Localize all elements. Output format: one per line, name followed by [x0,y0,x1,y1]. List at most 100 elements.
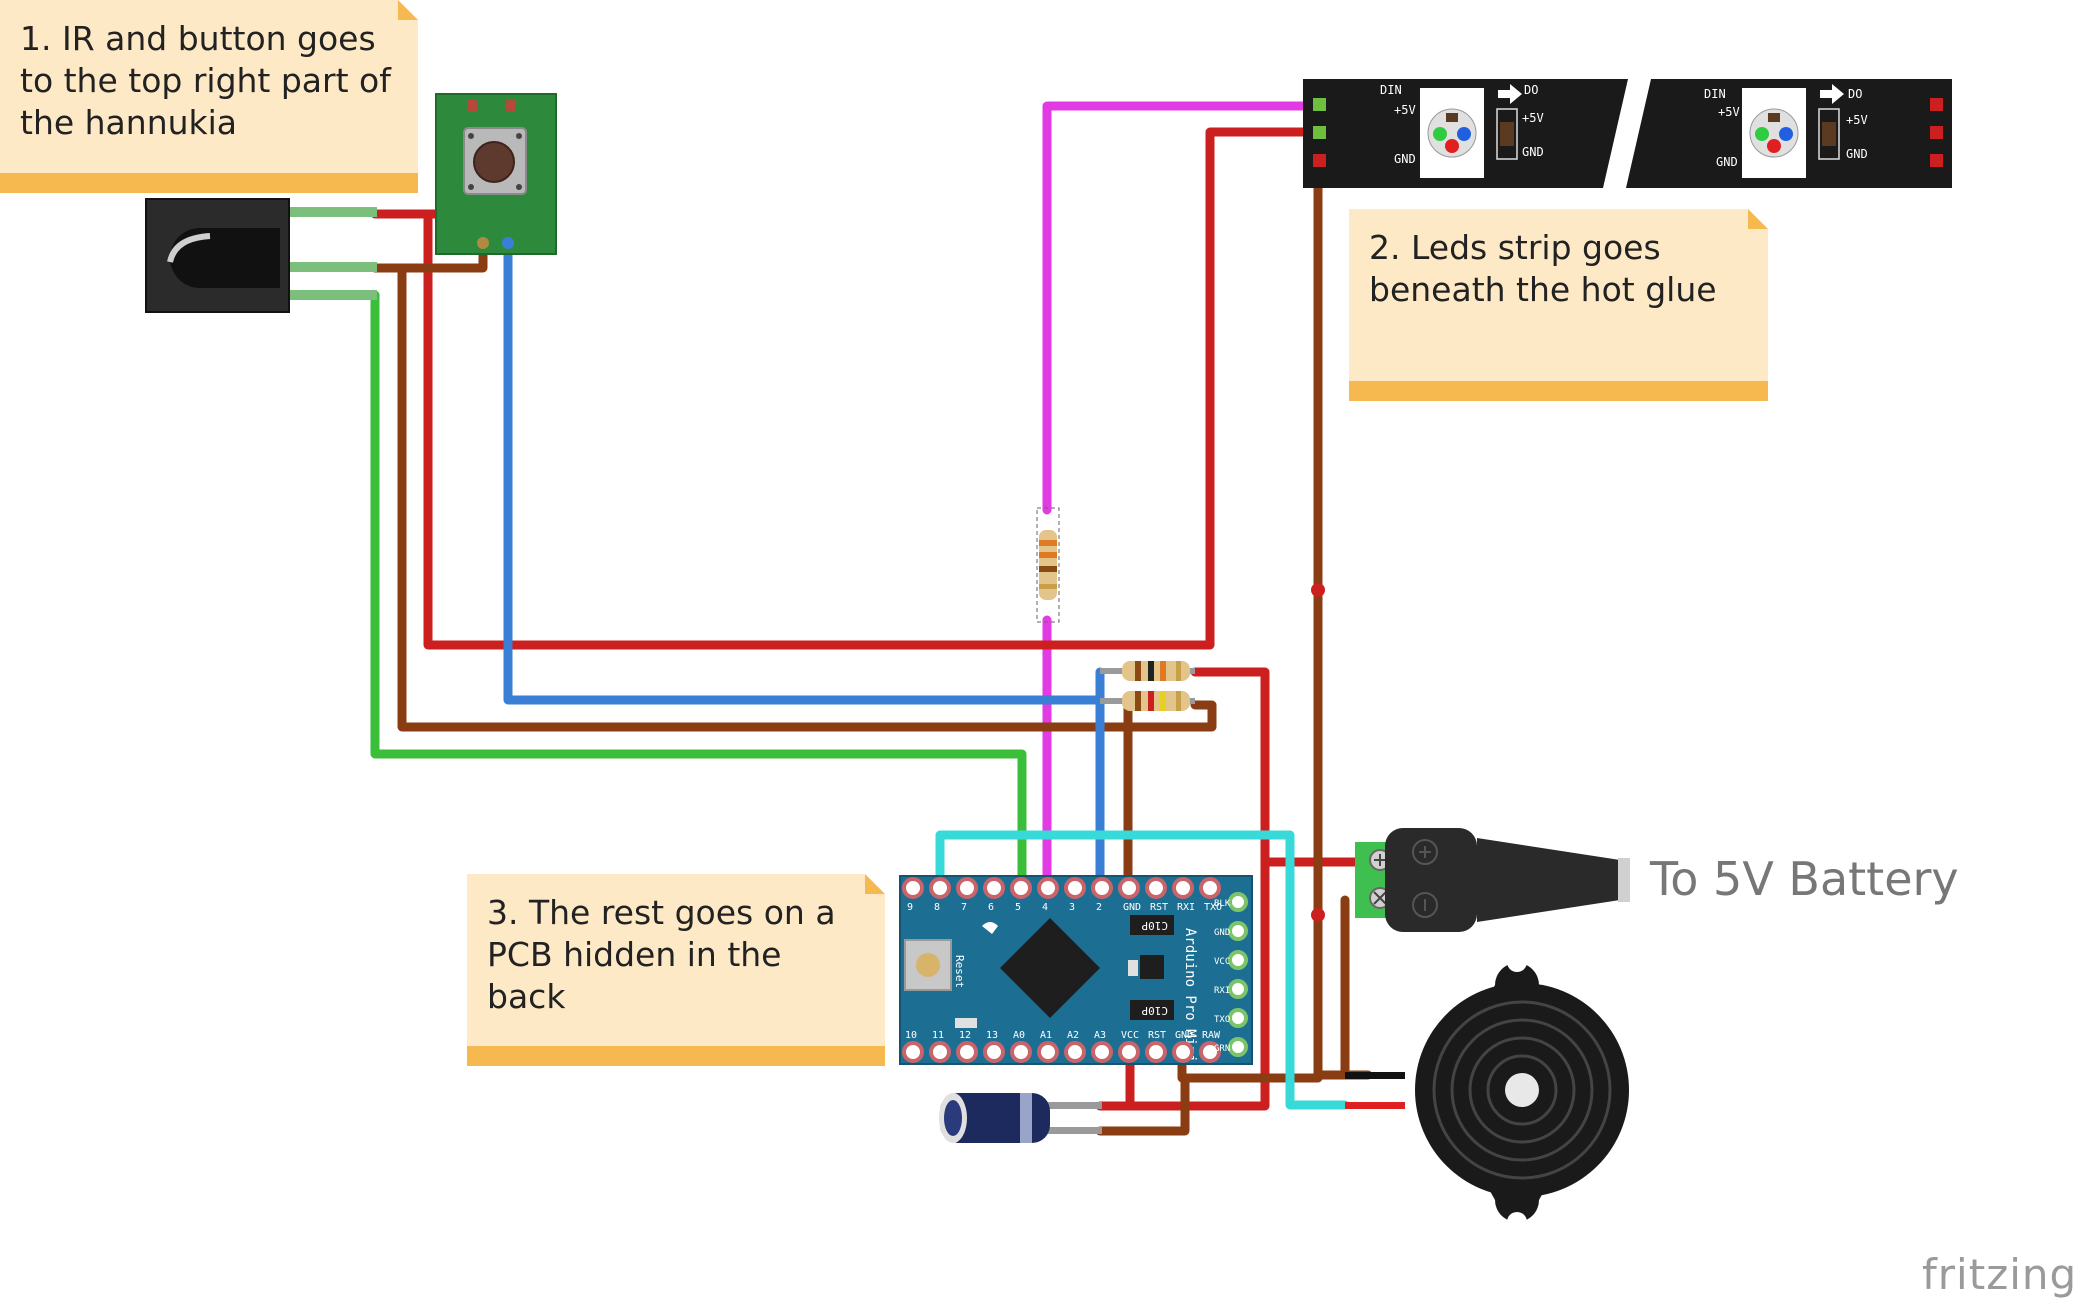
led-din-label: DIN [1380,83,1402,97]
resistor-vertical [1036,507,1060,623]
led-5v-label-3: +5V [1718,105,1740,119]
arduino-top-pin [902,877,924,899]
arduino-top-pin [1064,877,1086,899]
arduino-side-pin-label: GRN [1214,1044,1230,1054]
led-gnd-label: GND [1394,152,1416,166]
led-do-label-4: DO [1848,87,1862,101]
arduino-reset-label: Reset [953,955,966,988]
arduino-bottom-pin [1118,1041,1140,1063]
arduino-bottom-pin-label: A1 [1040,1030,1052,1041]
arduino-side-pin [1228,892,1248,912]
arduino-side-pin [1228,1008,1248,1028]
push-button [435,93,557,255]
arduino-top-pin-label: RST [1150,902,1168,913]
arduino-top-pin [1010,877,1032,899]
wire-blue-button [503,238,1105,705]
arduino-top-pin-label: 9 [907,902,913,913]
arduino-top-pin [983,877,1005,899]
note-pcb-text: 3. The rest goes on a PCB hidden in the … [487,893,836,1016]
arduino-bottom-pin [1064,1041,1086,1063]
arduino-top-pin [956,877,978,899]
arduino-top-pin-label: 7 [961,902,967,913]
wire-magenta-din [1042,101,1323,515]
wire-red-ir-vcc [370,127,1323,650]
ir-receiver [145,198,377,313]
arduino-bottom-pin-label: RST [1148,1030,1166,1041]
arduino-side-pin-label: GND [1214,928,1230,938]
arduino-bottom-pin-label: 11 [932,1030,944,1041]
note-ir-button: 1. IR and button goes to the top right p… [0,0,418,193]
resistor-top [1100,661,1195,681]
arduino-bottom-pin-label: VCC [1121,1030,1139,1041]
arduino-top-pin [1091,877,1113,899]
note-fold-shade [865,874,885,894]
dc-power-jack [1355,828,1630,932]
arduino-top-pin-label: 4 [1042,902,1048,913]
arduino-bottom-pin-label: 10 [905,1030,917,1041]
arduino-top-pin [1199,877,1221,899]
arduino-top-pin-label: 8 [934,902,940,913]
arduino-bottom-pin [956,1041,978,1063]
led-din-label-3: DIN [1704,87,1726,101]
piezo-buzzer [1345,952,1629,1232]
arduino-bottom-pin [1172,1041,1194,1063]
arduino-top-pin-label: TXO [1204,902,1222,913]
led-gnd-label-3: GND [1716,155,1738,169]
led-gnd-label-4: GND [1846,147,1868,161]
fritzing-brand: fritzing [1922,1250,2078,1299]
arduino-side-pin [1228,921,1248,941]
note-fold-shade [1748,209,1768,229]
arduino-bottom-pin [1199,1041,1221,1063]
electrolytic-capacitor [939,1093,1102,1143]
arduino-top-pin [1145,877,1167,899]
resistor-bottom [1100,691,1195,711]
arduino-side-pin-label: VCC [1214,957,1230,967]
led-do-label: DO [1524,83,1538,97]
arduino-bottom-pin-label: 13 [986,1030,998,1041]
arduino-bottom-pin-label: 12 [959,1030,971,1041]
arduino-top-pin-label: 2 [1096,902,1102,913]
note-led-strip-text: 2. Leds strip goes beneath the hot glue [1369,228,1717,309]
arduino-top-pin [1172,877,1194,899]
arduino-top-pin-label: 5 [1015,902,1021,913]
arduino-bottom-pin [983,1041,1005,1063]
wire-green-ir [370,290,1027,893]
arduino-bottom-pin-label: A3 [1094,1030,1106,1041]
note-ir-button-text: 1. IR and button goes to the top right p… [20,19,391,142]
arduino-side-pin [1228,1037,1248,1057]
arduino-bottom-pin-label: A0 [1013,1030,1025,1041]
wire-brown-long [397,263,1217,732]
led-5v-label: +5V [1394,103,1416,117]
arduino-bottom-pin [1145,1041,1167,1063]
arduino-side-pin-label: TXO [1214,1015,1230,1025]
arduino-bottom-pin [902,1041,924,1063]
arduino-top-pin-label: GND [1123,902,1141,913]
arduino-top-pin [929,877,951,899]
led-5v-label-4: +5V [1846,113,1868,127]
arduino-bottom-pin-label: RAW [1202,1030,1221,1041]
note-led-strip: 2. Leds strip goes beneath the hot glue [1349,209,1768,401]
wire-brown-cap [1095,1073,1190,1136]
led-gnd-label-2: GND [1522,145,1544,159]
arduino-bottom-pin [1037,1041,1059,1063]
arduino-side-pin [1228,950,1248,970]
arduino-board-name: Arduino Pro Mini [1182,928,1198,1063]
wire-junctions [1311,583,1325,922]
led-5v-label-2: +5V [1522,111,1544,125]
arduino-top-pin [1118,877,1140,899]
note-fold-shade [398,0,418,20]
arduino-bottom-pin [1010,1041,1032,1063]
wire-red-res [1125,667,1270,1111]
arduino-side-pin-label: RXI [1214,986,1230,996]
arduino-top-pin-label: 3 [1069,902,1075,913]
arduino-top-pin-label: 6 [988,902,994,913]
arduino-bottom-pin-label: A2 [1067,1030,1079,1041]
wire-cyan-pin8 [935,830,1350,1110]
arduino-cap-label-1: C10P [1141,919,1168,932]
arduino-side-pin-label: BLK [1214,899,1231,909]
arduino-bottom-pin [1091,1041,1113,1063]
arduino-bottom-pin-label: GND [1175,1030,1193,1041]
led-strip: DIN +5V GND DO +5V GND DIN +5V GND DO +5… [1303,79,1952,188]
